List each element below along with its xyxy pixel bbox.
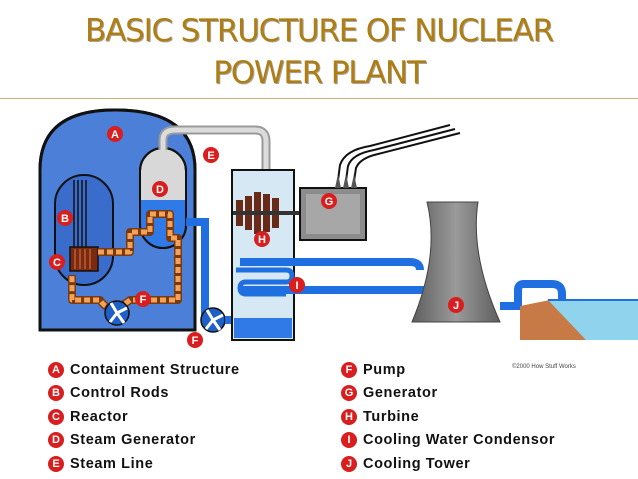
legend-badge: B xyxy=(48,385,64,401)
legend-item-f: F Pump xyxy=(341,359,406,381)
legend-label: Steam Line xyxy=(70,456,154,472)
badge-f2: F xyxy=(192,335,199,347)
cooling-tower xyxy=(411,201,501,323)
badge-c: C xyxy=(53,257,61,269)
badges: A B C D E F F G H I J xyxy=(49,126,464,348)
badge-f1: F xyxy=(140,294,147,306)
turbine-condenser-housing xyxy=(231,169,295,341)
badge-a: A xyxy=(111,129,119,141)
title-divider xyxy=(0,98,638,99)
badge-h: H xyxy=(258,234,266,246)
power-lines xyxy=(336,124,461,189)
turbine xyxy=(233,192,310,234)
page-title-line1: BASIC STRUCTURE OF NUCLEAR xyxy=(85,13,554,49)
badge-g: G xyxy=(325,196,334,208)
legend-label: Cooling Tower xyxy=(363,456,471,472)
legend-item-d: D Steam Generator xyxy=(48,429,196,451)
legend-item-h: H Turbine xyxy=(341,406,419,428)
legend-label: Generator xyxy=(363,385,438,401)
riverbank xyxy=(520,300,590,340)
legend-badge: H xyxy=(341,409,357,425)
legend-badge: D xyxy=(48,432,64,448)
legend-item-e: E Steam Line xyxy=(48,453,153,475)
badge-e: E xyxy=(207,150,214,162)
legend-badge: E xyxy=(48,456,64,472)
legend-item-a: A Containment Structure xyxy=(48,359,240,381)
reactor-core xyxy=(69,246,99,272)
copyright-notice: ©2000 How Stuff Works xyxy=(512,364,576,370)
legend-label: Pump xyxy=(363,362,406,378)
badge-b: B xyxy=(61,213,69,225)
legend-badge: F xyxy=(341,362,357,378)
river-pipe xyxy=(500,280,566,310)
legend-item-i: I Cooling Water Condensor xyxy=(341,429,555,451)
legend-label: Cooling Water Condensor xyxy=(363,432,556,448)
legend-badge: C xyxy=(48,409,64,425)
badge-i: I xyxy=(295,280,298,292)
legend-label: Containment Structure xyxy=(70,362,240,378)
legend-label: Control Rods xyxy=(70,385,170,401)
legend-item-b: B Control Rods xyxy=(48,382,169,404)
badge-d: D xyxy=(156,184,164,196)
badge-j: J xyxy=(453,300,459,312)
cooling-water-loop xyxy=(240,258,424,271)
control-rods xyxy=(73,180,87,255)
legend-badge: G xyxy=(341,385,357,401)
legend-label: Turbine xyxy=(363,409,420,425)
legend-badge: I xyxy=(341,432,357,448)
legend-item-g: G Generator xyxy=(341,382,438,404)
river-water xyxy=(548,300,638,340)
legend-label: Reactor xyxy=(70,409,129,425)
legend-label: Steam Generator xyxy=(70,432,196,448)
legend-item-c: C Reactor xyxy=(48,406,128,428)
power-plant-diagram: A B C D E F F G H I J xyxy=(38,108,638,348)
secondary-pump xyxy=(200,307,226,333)
legend-badge: J xyxy=(341,456,357,472)
legend-badge: A xyxy=(48,362,64,378)
legend-item-j: J Cooling Tower xyxy=(341,453,470,475)
page-title-line2: POWER PLANT xyxy=(213,55,426,91)
primary-pump xyxy=(104,300,130,326)
